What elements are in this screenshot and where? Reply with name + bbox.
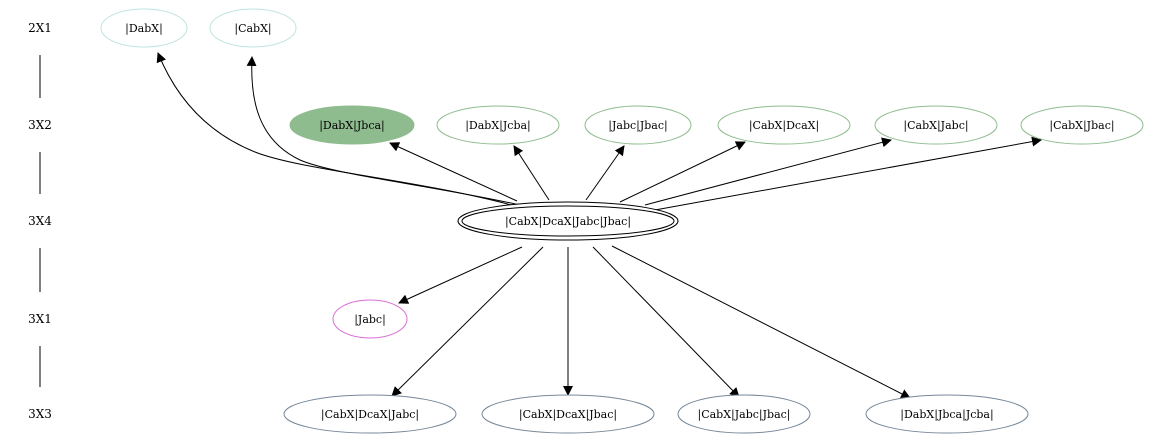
node-label: |DabX|Jcba|: [465, 119, 531, 133]
edge-n9-n13: [592, 246, 740, 398]
node-shape: [874, 105, 998, 145]
node-dabx-jcba[interactable]: |DabX|Jcba|: [436, 105, 560, 145]
node-shape: [481, 394, 655, 434]
node-label: |CabX|Jabc|Jbac|: [697, 408, 790, 422]
node-cabx-dcax-jabc[interactable]: |CabX|DcaX|Jabc|: [283, 394, 457, 434]
node-label: |CabX|DcaX|: [749, 119, 819, 133]
node-label: |CabX|Jabc|: [903, 119, 968, 133]
node-cabx-jbac[interactable]: |CabX|Jbac|: [1020, 105, 1144, 145]
node-jabc-jbac[interactable]: |Jabc|Jbac|: [584, 105, 692, 145]
rank-label-3x1: 3X1: [28, 312, 52, 326]
rank-label-2x1: 2X1: [28, 21, 52, 35]
node-cabx[interactable]: |CabX|: [209, 8, 297, 48]
node-shape: [289, 105, 415, 145]
node-shape: [865, 394, 1029, 434]
node-cabx-dcax-jbac[interactable]: |CabX|DcaX|Jbac|: [481, 394, 655, 434]
node-shape: [332, 299, 408, 339]
edge-n9-n3: [389, 142, 518, 202]
node-jabc[interactable]: |Jabc|: [332, 299, 408, 339]
node-shape: [283, 394, 457, 434]
node-label: |Jabc|Jbac|: [608, 119, 667, 133]
edge-n9-n11: [391, 246, 544, 397]
node-shape: [1020, 105, 1144, 145]
node-cabx-jabc-jbac[interactable]: |CabX|Jabc|Jbac|: [677, 394, 811, 434]
node-shape: [209, 8, 297, 48]
node-label: |CabX|DcaX|Jabc|Jbac|: [505, 215, 631, 229]
edge-n9-n10: [398, 246, 523, 304]
node-label: |CabX|DcaX|Jabc|: [321, 408, 419, 422]
node-shape: [677, 394, 811, 434]
edge-n9-n8: [654, 136, 1042, 211]
node-label: |CabX|: [234, 22, 271, 36]
rank-axis: 2X1 3X2 3X4 3X1 3X3: [28, 21, 52, 421]
node-shape: [100, 8, 188, 48]
edge-layer: [156, 52, 1042, 399]
node-shape: [436, 105, 560, 145]
edge-n9-n4: [513, 145, 550, 201]
node-cabx-dcax-jabc-jbac[interactable]: |CabX|DcaX|Jabc|Jbac|: [457, 201, 679, 241]
edge-n9-n6: [619, 141, 746, 203]
edge-n9-n5: [585, 145, 625, 201]
node-label: |DabX|Jbca|: [319, 119, 385, 133]
edge-n9-n14: [611, 245, 911, 399]
node-dabx-jbca[interactable]: |DabX|Jbca|: [289, 105, 415, 145]
node-dabx-jbca-jcba[interactable]: |DabX|Jbca|Jcba|: [865, 394, 1029, 434]
rank-label-3x2: 3X2: [28, 118, 52, 132]
node-shape: [717, 105, 851, 145]
rank-label-3x3: 3X3: [28, 407, 52, 421]
node-label: |CabX|DcaX|Jbac|: [519, 408, 617, 422]
rank-label-3x4: 3X4: [28, 214, 52, 228]
node-label: |DabX|Jbca|Jcba|: [900, 408, 993, 422]
node-label: |CabX|Jbac|: [1049, 119, 1114, 133]
node-cabx-dcax[interactable]: |CabX|DcaX|: [717, 105, 851, 145]
node-cabx-jabc[interactable]: |CabX|Jabc|: [874, 105, 998, 145]
node-inner-ring: [461, 205, 675, 237]
node-shape: [457, 201, 679, 241]
edge-n9-n7: [644, 137, 892, 206]
node-dabx[interactable]: |DabX|: [100, 8, 188, 48]
node-layer: |DabX| |CabX| |DabX|Jbca| |DabX|Jcba| |Jabc|…: [100, 8, 1144, 434]
node-shape: [584, 105, 692, 145]
node-label: |Jabc|: [354, 313, 386, 327]
node-label: |DabX|: [125, 22, 163, 36]
edge-n9-n2: [246, 56, 521, 206]
